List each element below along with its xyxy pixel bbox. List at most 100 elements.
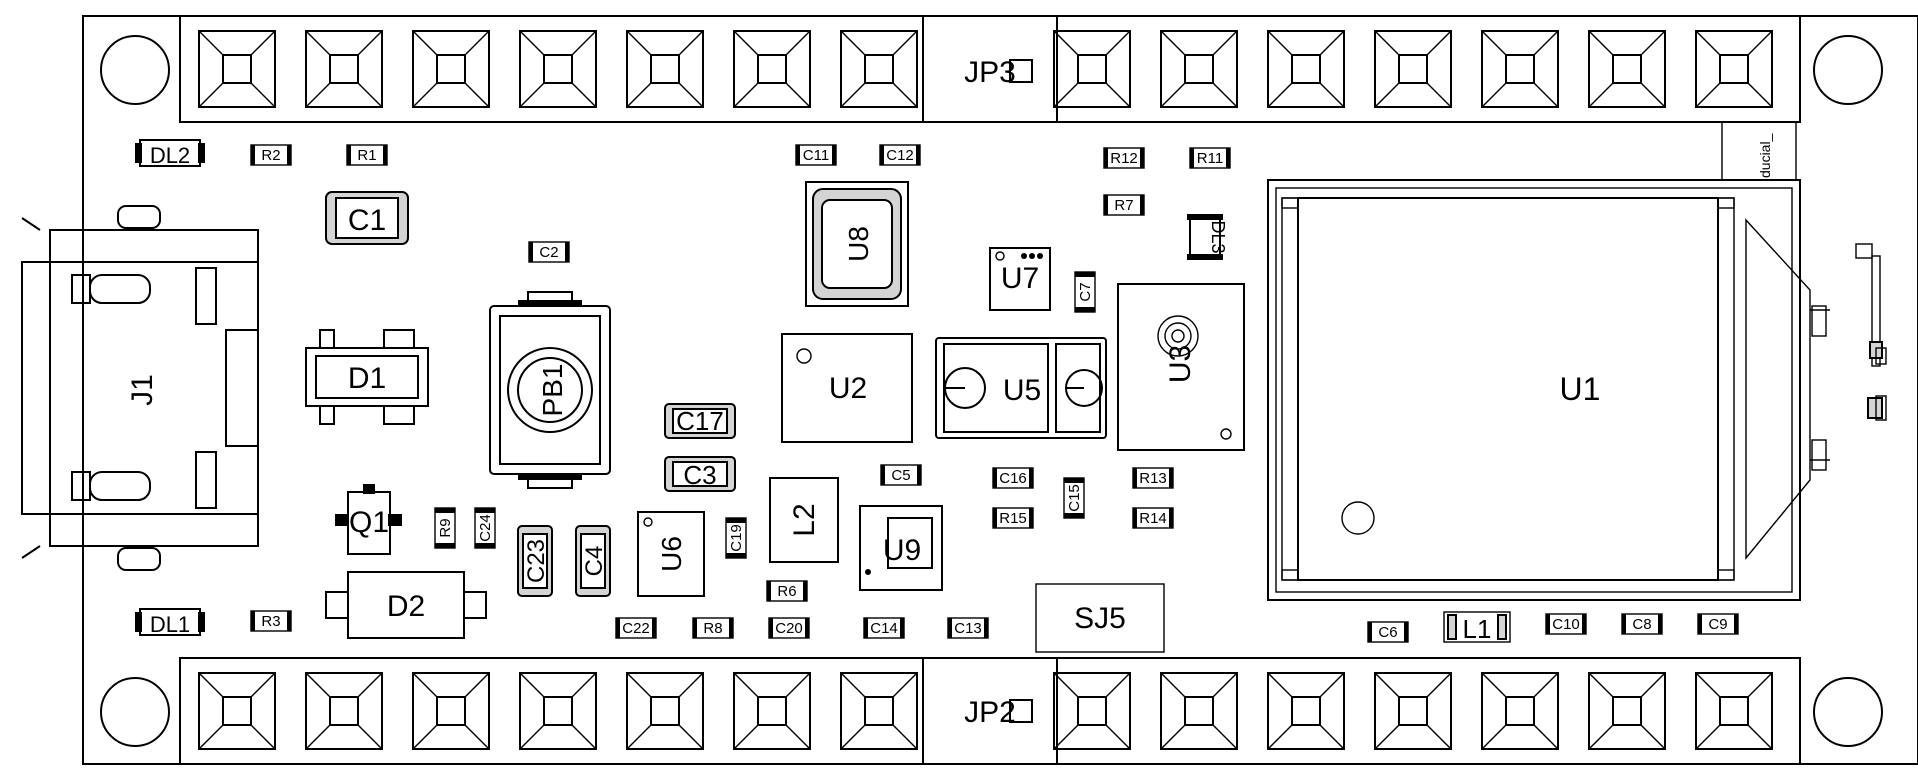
label-sj5: SJ5 xyxy=(1074,602,1126,635)
jp2-pin xyxy=(412,672,490,750)
component-r13: R13 xyxy=(1132,467,1174,489)
mounting-hole-top-right xyxy=(1813,35,1883,105)
component-c3: C3 xyxy=(664,456,736,492)
jp2-pin xyxy=(519,672,597,750)
component-u2: U2 xyxy=(781,333,913,443)
label-c8: C8 xyxy=(1632,616,1651,633)
jp3-pin xyxy=(1374,30,1452,108)
component-c24: C24 xyxy=(474,507,496,549)
label-c24: C24 xyxy=(477,514,494,542)
component-r1: R1 xyxy=(346,144,388,166)
component-u5: U5 xyxy=(935,337,1107,439)
mounting-hole-bottom-right xyxy=(1813,677,1883,747)
jp2-pin xyxy=(1695,672,1773,750)
component-c4: C4 xyxy=(575,525,611,597)
component-r15: R15 xyxy=(992,507,1034,529)
component-r14: R14 xyxy=(1132,507,1174,529)
label-dl2: DL2 xyxy=(150,143,190,168)
component-r6: R6 xyxy=(766,580,808,602)
label-u2: U2 xyxy=(829,372,867,405)
component-l2: L2 xyxy=(769,477,839,563)
label-u7: U7 xyxy=(1001,262,1039,295)
label-r15: R15 xyxy=(999,510,1027,527)
component-r9: R9 xyxy=(434,507,456,549)
label-dl1: DL1 xyxy=(150,612,190,637)
label-r13: R13 xyxy=(1139,470,1167,487)
label-u1: U1 xyxy=(1560,371,1601,407)
label-u8: U8 xyxy=(843,226,874,262)
header-jp3: JP3 xyxy=(179,15,1801,123)
component-c16: C16 xyxy=(992,467,1034,489)
header-label-jp3: JP3 xyxy=(964,56,1016,89)
label-r8: R8 xyxy=(703,620,722,637)
label-r9: R9 xyxy=(437,518,454,537)
component-c20: C20 xyxy=(768,617,810,639)
label-j1: J1 xyxy=(126,374,159,406)
label-c9: C9 xyxy=(1708,616,1727,633)
component-c7: C7 xyxy=(1074,271,1096,313)
component-pb1: PB1 xyxy=(489,291,611,489)
label-r7: R7 xyxy=(1114,197,1133,214)
component-c17: C17 xyxy=(664,403,736,439)
jp2-pin xyxy=(1481,672,1559,750)
jp2-pin xyxy=(1267,672,1345,750)
label-c19: C19 xyxy=(728,524,745,552)
label-c4: C4 xyxy=(581,546,608,577)
header-pins-top xyxy=(198,30,1773,108)
label-c23: C23 xyxy=(523,539,550,583)
label-c14: C14 xyxy=(870,620,898,637)
label-u3: U3 xyxy=(1164,345,1197,383)
component-u1: U1 xyxy=(1267,179,1887,601)
label-q1: Q1 xyxy=(349,506,389,539)
jp3-pin xyxy=(1695,30,1773,108)
label-u6: U6 xyxy=(656,536,687,572)
component-c12: C12 xyxy=(879,144,921,166)
component-dl3: DL3 xyxy=(1187,214,1228,260)
component-c9: C9 xyxy=(1697,613,1739,635)
jp2-pin xyxy=(198,672,276,750)
component-c1: C1 xyxy=(325,191,409,245)
label-c12: C12 xyxy=(886,147,914,164)
label-l1: L1 xyxy=(1463,614,1492,644)
component-u8: U8 xyxy=(805,181,909,307)
label-u9: U9 xyxy=(883,534,921,567)
fiducial-label: ducial_ xyxy=(1757,133,1773,178)
jp2-pin xyxy=(1053,672,1131,750)
component-d2: D2 xyxy=(325,571,487,639)
label-c15: C15 xyxy=(1066,484,1083,512)
header-pins-bottom xyxy=(198,672,1773,750)
jp2-pin xyxy=(305,672,383,750)
jp3-pin xyxy=(1160,30,1238,108)
jp3-pin xyxy=(198,30,276,108)
jp3-pin xyxy=(840,30,918,108)
component-c22: C22 xyxy=(615,617,657,639)
mounting-hole-bottom-left xyxy=(100,677,170,747)
label-c20: C20 xyxy=(775,620,803,637)
label-r2: R2 xyxy=(261,147,280,164)
label-c17: C17 xyxy=(676,406,724,436)
component-c11: C11 xyxy=(795,144,837,166)
component-c15: C15 xyxy=(1063,477,1085,519)
jp2-pin xyxy=(840,672,918,750)
component-r12: R12 xyxy=(1103,147,1145,169)
label-c3: C3 xyxy=(683,460,716,490)
mounting-hole-top-left xyxy=(100,35,170,105)
jp3-pin xyxy=(412,30,490,108)
component-c8: C8 xyxy=(1621,613,1663,635)
component-c13: C13 xyxy=(947,617,989,639)
label-l2: L2 xyxy=(788,503,821,536)
component-c5: C5 xyxy=(880,464,922,486)
component-dl1: DL1 xyxy=(135,608,205,637)
jp2-pin xyxy=(1160,672,1238,750)
jp3-pin xyxy=(519,30,597,108)
label-c1: C1 xyxy=(348,204,386,237)
jp3-pin xyxy=(733,30,811,108)
jp2-pin xyxy=(1374,672,1452,750)
component-c19: C19 xyxy=(725,517,747,559)
label-c2: C2 xyxy=(539,244,558,261)
label-c16: C16 xyxy=(999,470,1027,487)
jp3-pin xyxy=(626,30,704,108)
label-dl3: DL3 xyxy=(1208,220,1228,253)
